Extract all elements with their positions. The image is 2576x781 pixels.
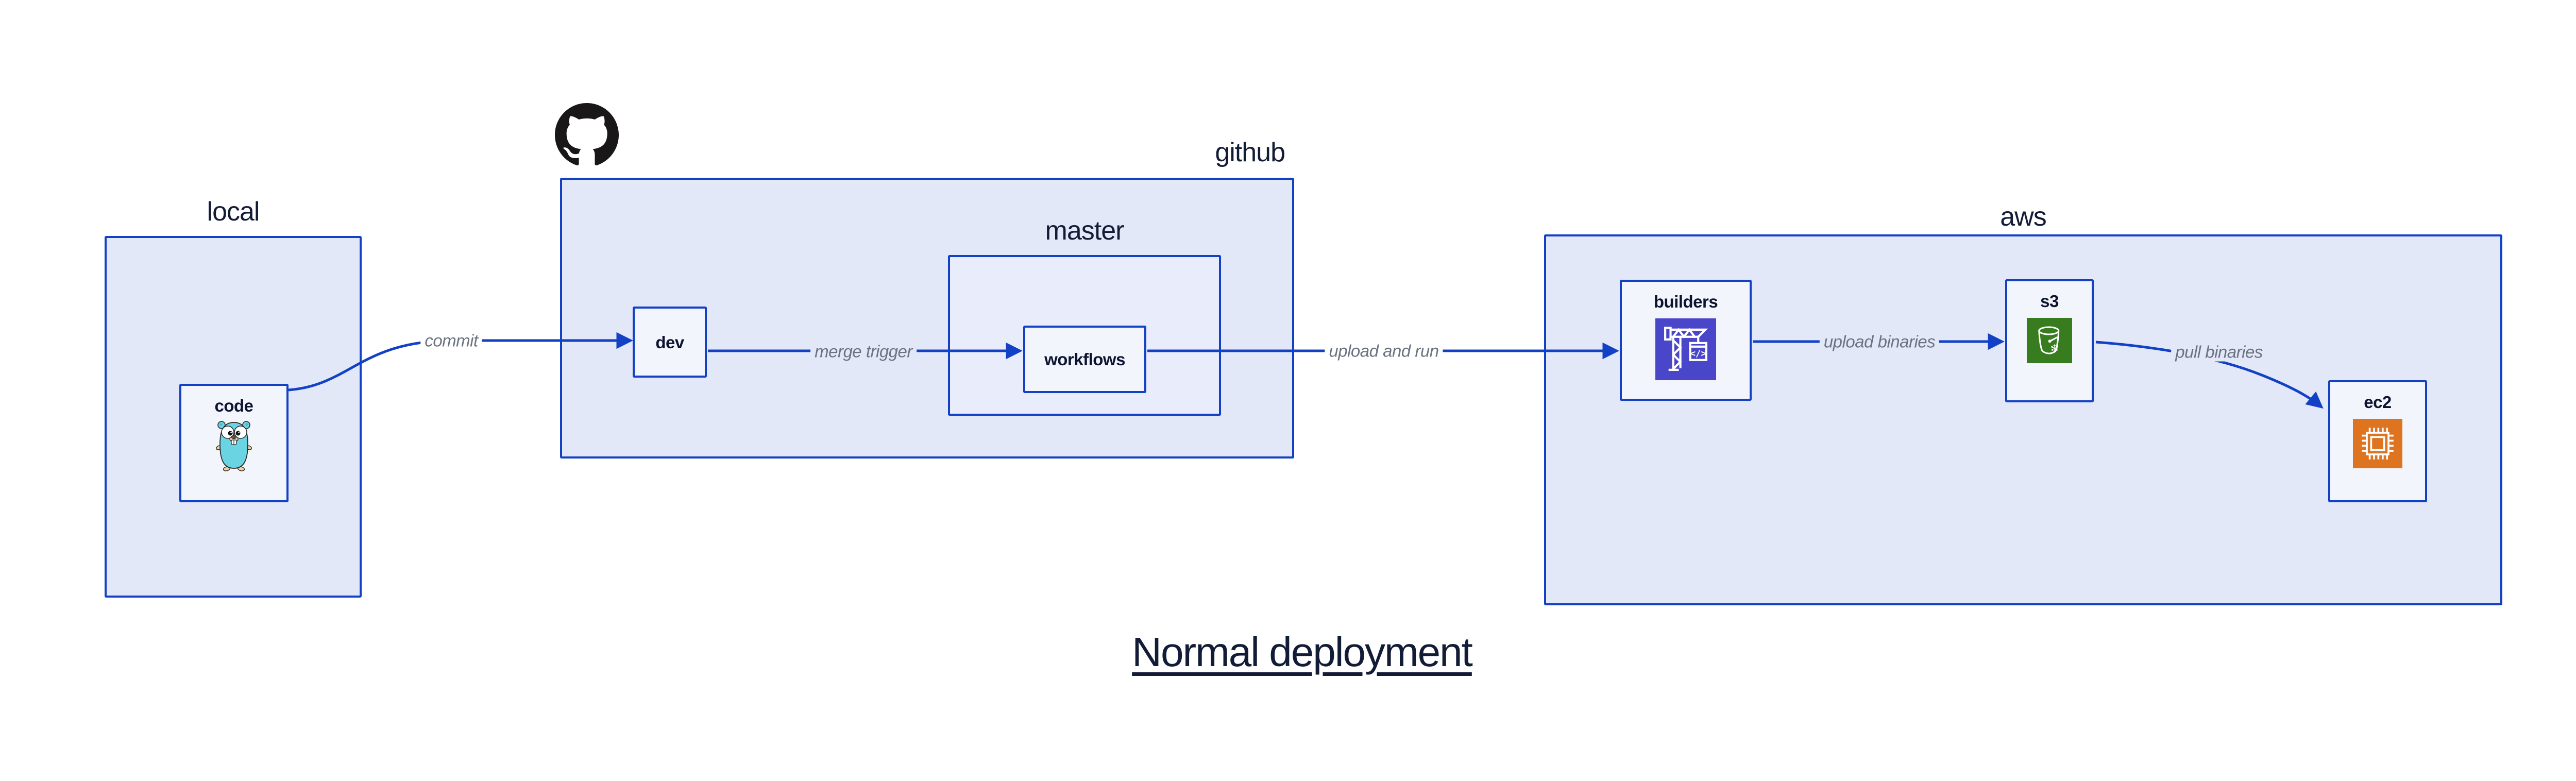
dev-node: dev xyxy=(633,307,707,378)
aws-label: aws xyxy=(2000,202,2046,232)
workflows-node-label: workflows xyxy=(1044,350,1125,369)
builders-node-label: builders xyxy=(1653,292,1718,311)
code-node: code xyxy=(179,384,289,502)
ec2-chip-icon xyxy=(2353,419,2402,468)
workflows-node: workflows xyxy=(1023,326,1146,393)
dev-node-label: dev xyxy=(655,332,684,352)
s3-node-label: s3 xyxy=(2040,292,2059,311)
diagram-title: Normal deployment xyxy=(1132,629,1473,675)
edge-label-upload-and-run: upload and run xyxy=(1325,341,1443,361)
edge-label-upload-binaries: upload binaries xyxy=(1819,332,1940,351)
local-label: local xyxy=(207,197,260,227)
code-node-label: code xyxy=(214,396,253,415)
edge-label-commit: commit xyxy=(420,331,482,350)
ec2-node: ec2 xyxy=(2328,380,2427,502)
edge-label-merge-trigger: merge trigger xyxy=(810,342,917,361)
svg-text:❄: ❄ xyxy=(2050,343,2059,355)
ec2-node-label: ec2 xyxy=(2364,393,2392,412)
s3-bucket-icon: ❄ xyxy=(2027,318,2072,363)
github-octocat-icon xyxy=(555,103,619,165)
master-label: master xyxy=(1045,216,1125,246)
codebuild-crane-icon: </> xyxy=(1655,318,1716,380)
github-label: github xyxy=(1215,138,1285,167)
s3-node: s3 ❄ xyxy=(2005,279,2094,402)
edge-label-pull-binaries: pull binaries xyxy=(2171,342,2267,362)
builders-node: builders </> xyxy=(1620,280,1752,401)
svg-text:</>: </> xyxy=(1690,349,1706,359)
go-gopher-icon xyxy=(216,421,252,471)
